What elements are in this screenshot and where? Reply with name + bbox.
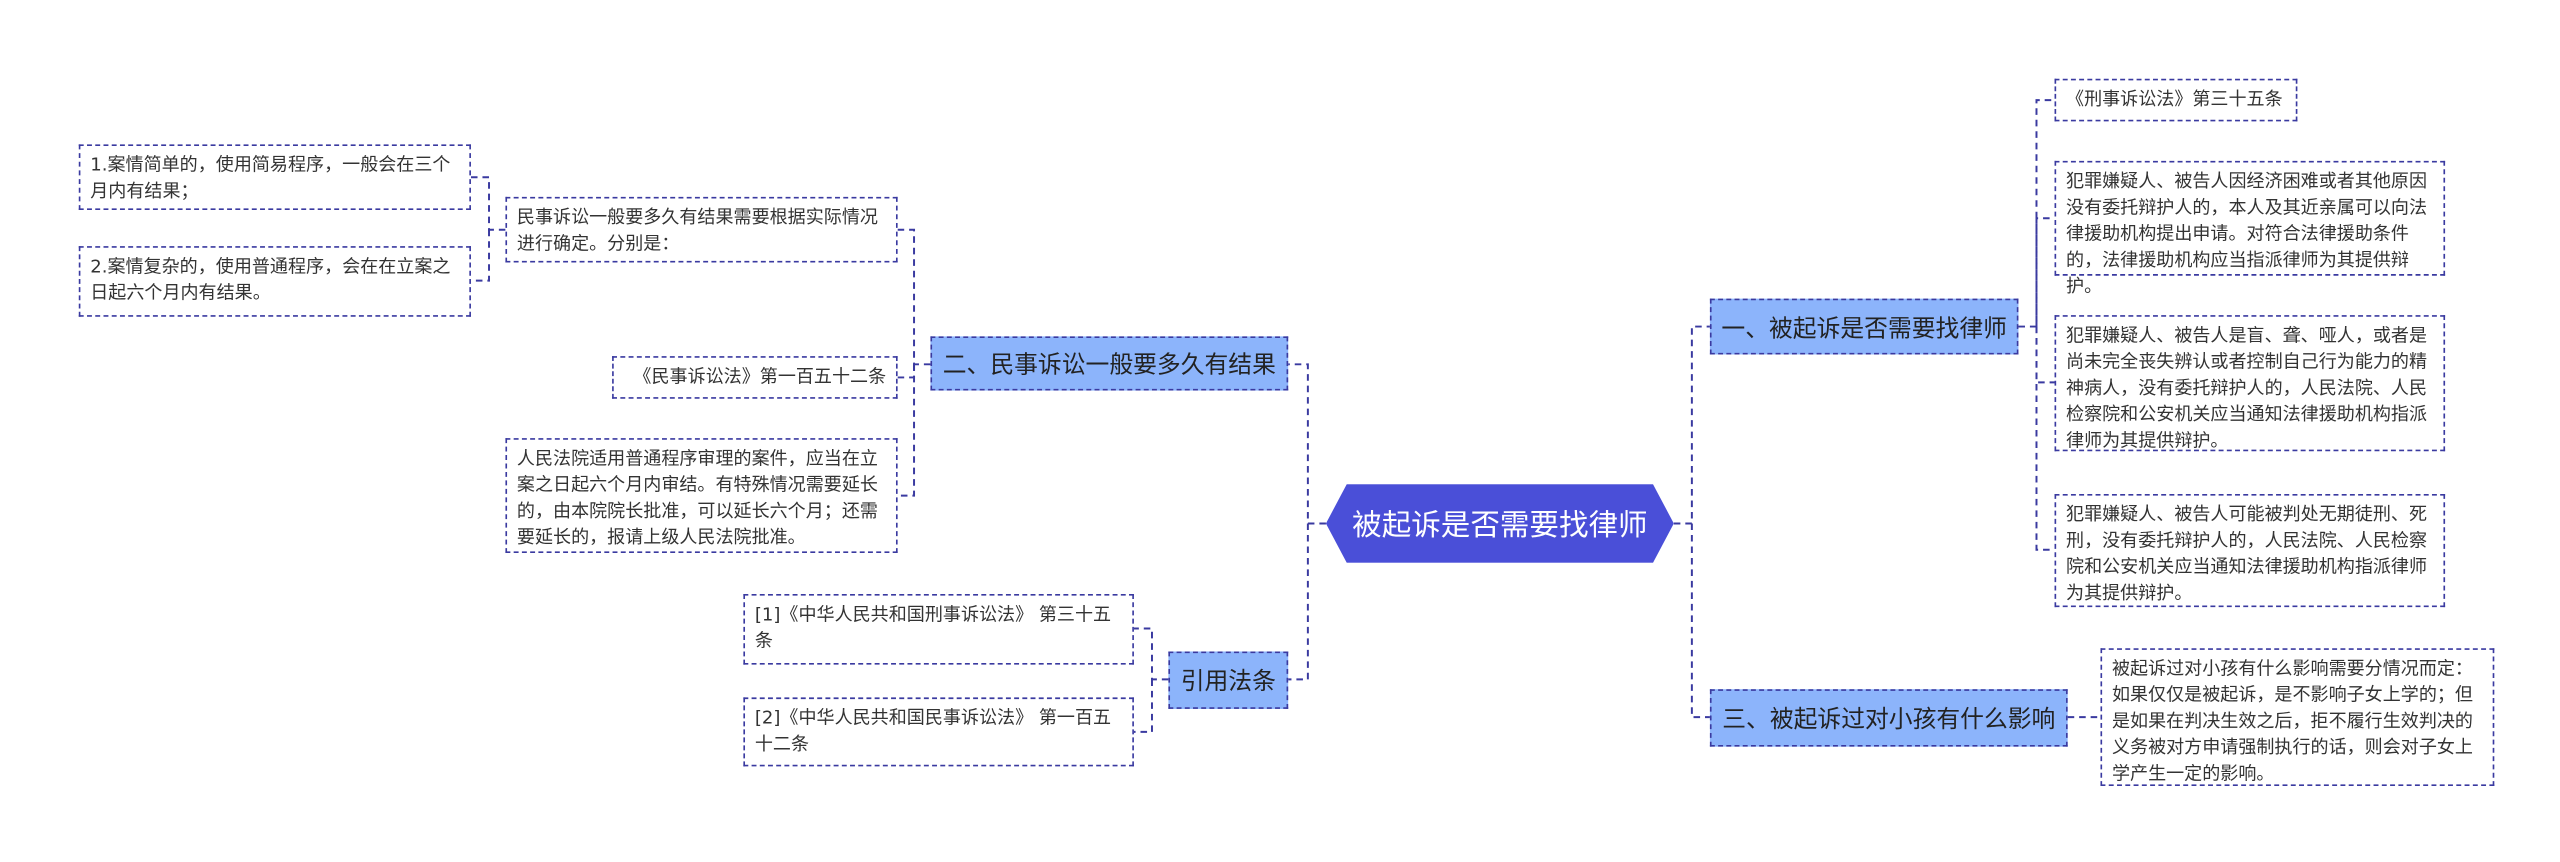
root-node[interactable]: 被起诉是否需要找律师 (1325, 484, 1674, 563)
connector (1673, 325, 1710, 525)
topic-label: 二、民事诉讼一般要多久有结果 (942, 352, 1276, 380)
connector (2018, 99, 2055, 328)
leaf-civil-law-text[interactable]: 人民法院适用普通程序审理的案件，应当在立案之日起六个月内审结。有特殊情况需要延长… (505, 438, 898, 554)
leaf-criminal-law-ref[interactable]: 《刑事诉讼法》第三十五条 (2054, 78, 2298, 122)
connector (1690, 523, 1710, 719)
leaf-intro[interactable]: 民事诉讼一般要多久有结果需要根据实际情况进行确定。分别是： (505, 196, 898, 263)
leaf-ref-1[interactable]: [1]《中华人民共和国刑事诉讼法》 第三十五条 (743, 594, 1134, 665)
leaf-ref-2[interactable]: [2]《中华人民共和国民事诉讼法》 第一百五十二条 (743, 697, 1134, 767)
topic-child-impact[interactable]: 三、被起诉过对小孩有什么影响 (1709, 689, 2068, 747)
leaf-civil-law-ref[interactable]: 《民事诉讼法》第一百五十二条 (612, 356, 898, 399)
connector (2035, 326, 2055, 384)
topic-references[interactable]: 引用法条 (1168, 651, 1289, 709)
topic-need-lawyer[interactable]: 一、被起诉是否需要找律师 (1709, 298, 2019, 355)
connector (470, 176, 506, 231)
leaf-legal-aid-severe[interactable]: 犯罪嫌疑人、被告人可能被判处无期徒刑、死刑，没有委托辩护人的，人民法院、人民检察… (2054, 493, 2446, 608)
connector (897, 364, 916, 379)
leaf-complex-case[interactable]: 2.案情复杂的，使用普通程序，会在在立案之日起六个月内有结果。 (78, 246, 471, 317)
connector (2035, 326, 2055, 551)
connector (2035, 217, 2055, 327)
leaf-legal-aid-economic[interactable]: 犯罪嫌疑人、被告人因经济困难或者其他原因没有委托辩护人的，本人及其近亲属可以向法… (2054, 160, 2446, 297)
root-label: 被起诉是否需要找律师 (1352, 508, 1648, 544)
leaf-legal-aid-disabled[interactable]: 犯罪嫌疑人、被告人是盲、聋、哑人，或者是尚未完全丧失辨认或者控制自己行为能力的精… (2054, 315, 2446, 452)
connector (897, 364, 916, 497)
connector (1133, 679, 1153, 733)
connector (470, 229, 491, 282)
connector (1288, 523, 1309, 681)
topic-civil-duration[interactable]: 二、民事诉讼一般要多久有结果 (930, 336, 1289, 391)
topic-label: 引用法条 (1180, 669, 1276, 696)
connector (1133, 627, 1169, 681)
connector (897, 228, 931, 366)
leaf-simple-case[interactable]: 1.案情简单的，使用简易程序，一般会在三个月内有结果； (78, 144, 471, 211)
topic-label: 三、被起诉过对小孩有什么影响 (1722, 707, 2056, 734)
leaf-child-impact[interactable]: 被起诉过对小孩有什么影响需要分情况而定：如果仅仅是被起诉，是不影响子女上学的；但… (2100, 648, 2495, 787)
topic-label: 一、被起诉是否需要找律师 (1721, 315, 2007, 343)
connector (1288, 363, 1326, 525)
